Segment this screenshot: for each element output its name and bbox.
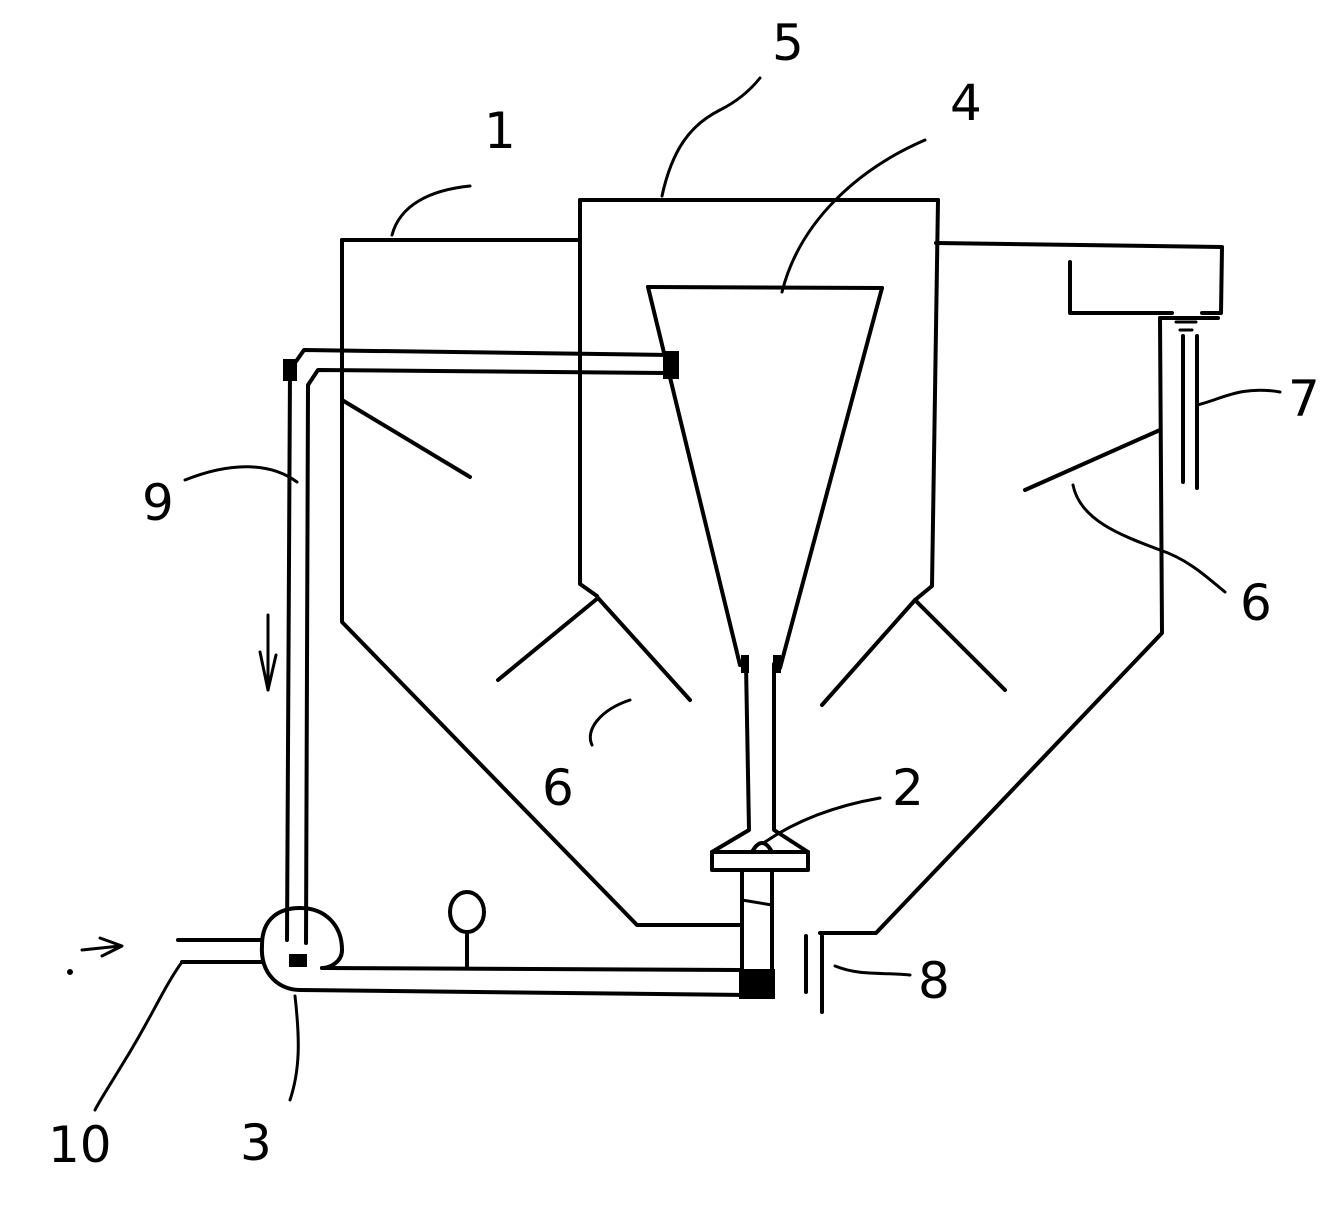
overflow-trough [1068,260,1220,332]
label-inner-cone: 4 [950,74,982,132]
label-tank: 1 [484,102,516,160]
label-recycle-pipe: 9 [142,474,174,532]
pressure-gauge-icon [448,890,486,969]
drain [804,934,824,1014]
outlet-pipe [1181,334,1199,490]
label-baffle-right: 6 [1240,574,1272,632]
recycle-pipe [283,348,679,945]
inner-cone [646,285,884,670]
label-inner-cylinder: 5 [772,14,804,72]
label-pump: 3 [240,1114,272,1172]
pump [259,906,750,997]
nozzle-assembly [710,655,810,999]
label-drain: 8 [918,952,950,1010]
leader-lines [93,76,1282,1112]
baffles [340,398,1162,707]
inner-cylinder [578,198,940,602]
label-inlet: 10 [48,1116,112,1174]
label-outlet-pipe: 7 [1288,370,1320,428]
inlet [67,936,264,975]
callout-labels: 1 5 4 7 6 6 2 8 9 3 10 [48,14,1320,1174]
label-baffle-left: 6 [542,759,574,817]
label-nozzle: 2 [892,759,924,817]
arrow-icon [258,613,278,692]
outer-tank [340,238,1224,935]
